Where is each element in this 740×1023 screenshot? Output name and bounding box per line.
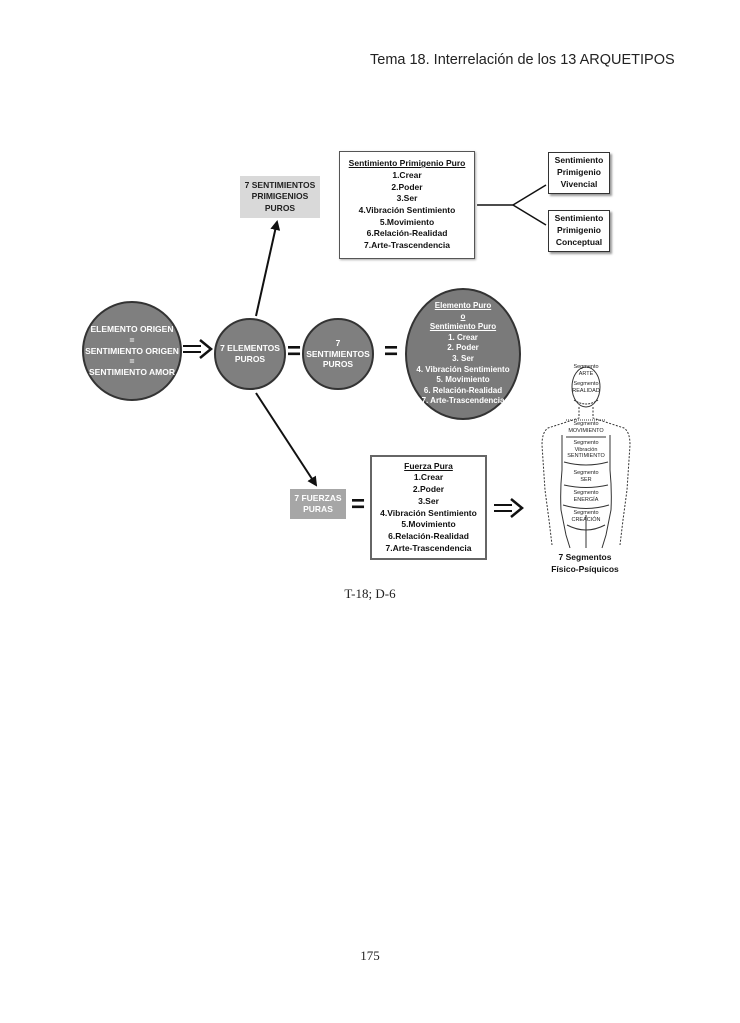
segment-word: REALIDAD xyxy=(572,387,600,394)
elemento-puro-item: 5. Movimiento xyxy=(436,375,490,385)
vivencial-line: Sentimiento xyxy=(554,155,604,166)
primigenio-item: 2.Poder xyxy=(391,181,423,192)
elemento-puro-title: Elemento Puro xyxy=(434,301,492,311)
body-figure-title: 7 Segmentos Físico-Psíquicos xyxy=(530,552,640,576)
elemento-puro-title: Sentimiento Puro xyxy=(429,322,497,332)
origin-line: ELEMENTO ORIGEN xyxy=(90,324,174,335)
figure-caption: T-18; D-6 xyxy=(344,586,396,601)
primigenio-item: 1.Crear xyxy=(392,169,422,180)
origin-line: = xyxy=(129,356,135,367)
primigenio-vivencial-box: Sentimiento Primigenio Vivencial xyxy=(548,152,610,194)
body-figure xyxy=(541,366,631,549)
fuerzas-line: 7 FUERZAS xyxy=(294,492,342,503)
segment-word: Segmento xyxy=(573,364,599,370)
vivencial-line: Vivencial xyxy=(560,178,598,189)
elemento-puro-item: 2. Poder xyxy=(447,343,479,353)
fuerza-pura-box: Fuerza Pura 1.Crear 2.Poder 3.Ser 4.Vibr… xyxy=(370,455,487,560)
origin-line: SENTIMIENTO AMOR xyxy=(89,366,175,377)
arrow-to-fuerzas xyxy=(255,392,318,487)
primigenio-box-title: Sentimiento Primigenio Puro xyxy=(348,158,466,169)
elementos-line: 7 ELEMENTOS xyxy=(220,343,280,354)
elemento-origen-circle: ELEMENTO ORIGEN = SENTIMIENTO ORIGEN = S… xyxy=(82,301,182,401)
elemento-puro-item: 4. Vibración Sentimiento xyxy=(416,364,510,374)
origin-line: = xyxy=(129,335,135,346)
segment-word: Vibración xyxy=(574,446,598,453)
page-number: 175 xyxy=(360,948,380,963)
fuerzas-puras-label: 7 FUERZAS PURAS xyxy=(290,489,346,519)
segment-word: SER xyxy=(580,476,592,483)
fork-up xyxy=(512,184,547,206)
segment-label-creacion: Segmento CREACIÓN xyxy=(560,510,612,523)
elemento-puro-item: 7. Arte-Trascendencia xyxy=(421,396,505,406)
fuerza-item: 7.Arte-Trascendencia xyxy=(385,542,472,553)
body-title-line: 7 Segmentos xyxy=(558,552,612,562)
fuerzas-line: PURAS xyxy=(303,504,333,514)
segment-word: MOVIMIENTO xyxy=(568,427,604,434)
vivencial-line: Primigenio xyxy=(557,167,601,178)
elemento-puro-item: 1. Crear xyxy=(448,332,478,342)
primigenio-conceptual-box: Sentimiento Primigenio Conceptual xyxy=(548,210,610,252)
segment-label-arte: Segmento ARTE xyxy=(566,364,606,377)
equals-sign: = xyxy=(351,491,366,518)
sentimiento-primigenio-box: Sentimiento Primigenio Puro 1.Crear 2.Po… xyxy=(339,151,475,259)
sentimientos-line: 7 SENTIMIENTOS xyxy=(306,338,370,359)
elemento-puro-circle: Elemento Puro o Sentimiento Puro 1. Crea… xyxy=(405,288,521,420)
primigenios-line: 7 SENTIMIENTOS xyxy=(244,179,316,190)
segment-label-realidad: Segmento REALIDAD xyxy=(566,381,606,394)
double-arrow-2 xyxy=(494,498,524,518)
segment-word: Segmento xyxy=(573,470,599,476)
fuerza-item: 6.Relación-Realidad xyxy=(388,530,469,541)
page-header: Tema 18. Interrelación de los 13 ARQUETI… xyxy=(370,52,675,68)
primigenio-item: 5.Movimiento xyxy=(379,216,435,227)
elementos-line: PUROS xyxy=(234,354,266,364)
equals-sign: = xyxy=(287,338,302,365)
double-arrow-1 xyxy=(183,339,213,359)
segment-label-movimiento: Segmento MOVIMIENTO xyxy=(560,421,612,434)
segment-label-ser: Segmento SER xyxy=(560,470,612,483)
primigenio-item: 6.Relación-Realidad xyxy=(366,228,448,239)
elemento-puro-item: 6. Relación-Realidad xyxy=(423,385,503,395)
elementos-puros-circle: 7 ELEMENTOS PUROS xyxy=(214,318,286,390)
segment-word: Segmento xyxy=(573,490,599,496)
fuerza-item: 5.Movimiento xyxy=(401,519,456,530)
sentimientos-puros-circle: 7 SENTIMIENTOS PUROS xyxy=(302,318,374,390)
segment-word: Segmento xyxy=(573,510,599,516)
arrow-to-primigenios xyxy=(255,220,281,317)
body-title-line: Físico-Psíquicos xyxy=(551,563,619,574)
fuerza-item: 4.Vibración Sentimiento xyxy=(380,507,477,518)
segment-word: CREACIÓN xyxy=(571,516,601,523)
conceptual-line: Sentimiento xyxy=(554,213,604,224)
equals-sign: = xyxy=(384,338,399,365)
primigenio-item: 4.Vibración Sentimiento xyxy=(358,205,456,215)
conceptual-line: Primigenio xyxy=(557,225,601,236)
elemento-puro-title: o xyxy=(460,311,466,321)
primigenios-line: PRIMIGENIOS xyxy=(251,191,309,202)
segment-word: Segmento xyxy=(573,421,599,427)
primigenio-item: 7.Arte-Trascendencia xyxy=(364,240,450,251)
fuerza-item: 2.Poder xyxy=(412,484,445,495)
elemento-puro-item: 3. Ser xyxy=(452,354,474,363)
conceptual-line: Conceptual xyxy=(555,236,603,247)
fuerza-box-title: Fuerza Pura xyxy=(404,460,453,471)
origin-line: SENTIMIENTO ORIGEN xyxy=(85,345,179,356)
fuerza-item: 3.Ser xyxy=(418,495,439,506)
segment-word: ENERGÍA xyxy=(573,496,599,503)
sentimientos-primigenios-label: 7 SENTIMIENTOS PRIMIGENIOS PUROS xyxy=(240,176,320,218)
fuerza-item: 1.Crear xyxy=(413,472,444,483)
segment-word: ARTE xyxy=(578,370,594,377)
segment-word: Segmento xyxy=(573,381,599,387)
segment-label-sentimiento: Segmento Vibración SENTIMIENTO xyxy=(560,440,612,460)
segment-word: SENTIMIENTO xyxy=(567,453,605,460)
segment-label-energia: Segmento ENERGÍA xyxy=(560,490,612,503)
primigenios-line: PUROS xyxy=(264,202,296,213)
fork-down xyxy=(512,204,547,226)
sentimientos-line: PUROS xyxy=(322,359,354,370)
primigenio-item: 3.Ser xyxy=(396,193,418,204)
segment-word: Segmento xyxy=(573,440,599,446)
